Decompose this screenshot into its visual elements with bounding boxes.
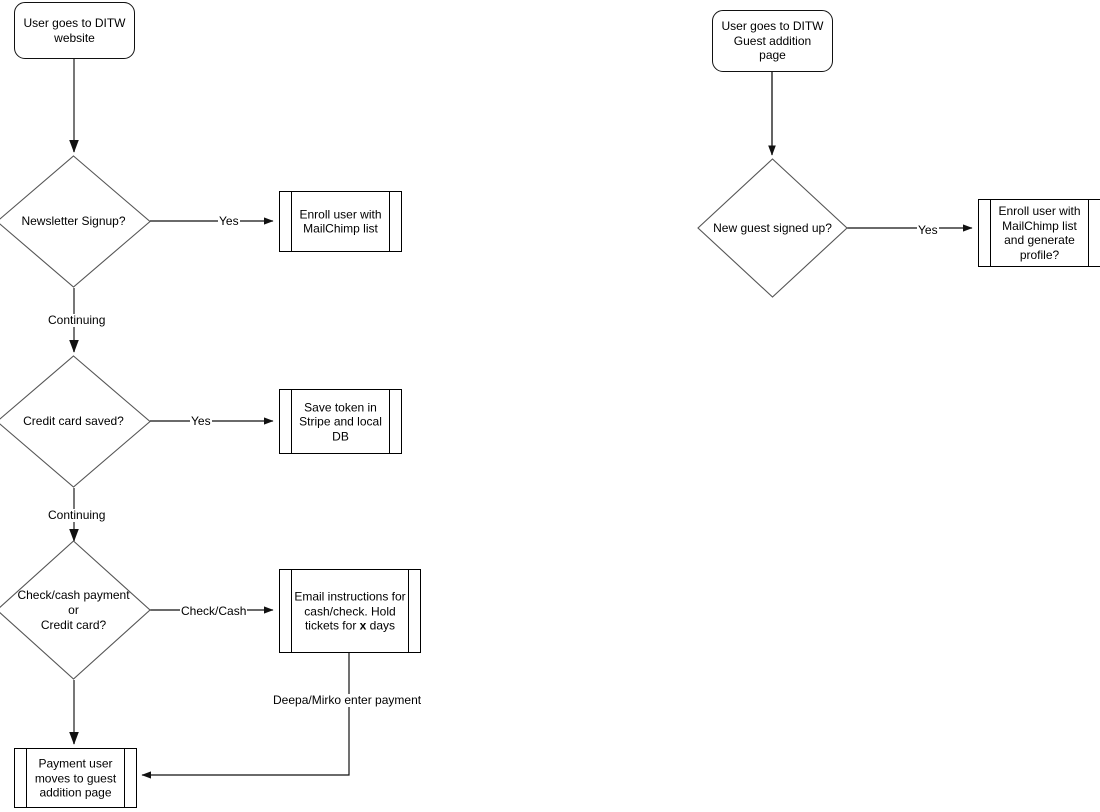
node-new-guest-signed-up-label: New guest signed up? bbox=[713, 220, 832, 235]
edge-label-deepa-mirko: Deepa/Mirko enter payment bbox=[272, 693, 423, 707]
process-bar-right bbox=[389, 192, 390, 251]
edge-label-creditcard-yes: Yes bbox=[190, 414, 212, 428]
node-enroll-mailchimp-label: Enroll user with MailChimp list bbox=[299, 207, 382, 236]
node-start-guest-page-label: User goes to DITW Guest addition page bbox=[721, 19, 824, 63]
node-email-instructions[interactable]: Email instructions for cash/check. Hold … bbox=[279, 569, 421, 653]
process-bar-left bbox=[990, 200, 991, 266]
process-bar-left bbox=[291, 390, 292, 453]
node-payment-method-label: Check/cash payment or Credit card? bbox=[17, 588, 129, 633]
edge-label-continuing-2: Continuing bbox=[47, 508, 107, 522]
node-credit-card-saved-label: Credit card saved? bbox=[23, 414, 124, 428]
process-bar-left bbox=[291, 192, 292, 251]
node-enroll-mailchimp-profile[interactable]: Enroll user with MailChimp list and gene… bbox=[978, 199, 1100, 267]
payment-method-line-3: Credit card? bbox=[40, 617, 107, 632]
edge-label-newsletter-yes: Yes bbox=[218, 214, 240, 228]
node-save-token-label: Save token in Stripe and local DB bbox=[299, 399, 382, 443]
process-bar-right bbox=[124, 749, 125, 807]
diamond-shape bbox=[697, 158, 848, 298]
node-payment-user-moves[interactable]: Payment user moves to guest addition pag… bbox=[14, 748, 137, 808]
node-credit-card-saved[interactable]: Credit card saved? bbox=[0, 355, 151, 488]
node-new-guest-signed-up[interactable]: New guest signed up? bbox=[697, 158, 848, 298]
node-email-instructions-label: Email instructions for cash/check. Hold … bbox=[292, 589, 408, 633]
node-start-website-label: User goes to DITW website bbox=[23, 16, 126, 45]
email-instructions-prefix: Email instructions for cash/check. Hold … bbox=[294, 589, 406, 633]
diamond-shape bbox=[0, 355, 151, 488]
node-save-token[interactable]: Save token in Stripe and local DB bbox=[279, 389, 402, 454]
node-payment-user-moves-label: Payment user moves to guest addition pag… bbox=[34, 756, 117, 800]
edge-label-newguest-yes: Yes bbox=[917, 223, 939, 237]
edge-label-check-cash: Check/Cash bbox=[180, 604, 248, 618]
process-bar-right bbox=[389, 390, 390, 453]
process-bar-left bbox=[26, 749, 27, 807]
payment-method-line-1: Check/cash payment bbox=[17, 587, 130, 602]
diamond-shape bbox=[0, 540, 151, 680]
email-instructions-suffix: days bbox=[366, 618, 396, 633]
node-newsletter-signup-label: Newsletter Signup? bbox=[21, 214, 126, 228]
node-newsletter-signup[interactable]: Newsletter Signup? bbox=[0, 155, 151, 288]
email-instructions-emphasis: x bbox=[359, 618, 367, 633]
diamond-shape bbox=[0, 155, 151, 288]
edge-label-continuing-1: Continuing bbox=[47, 313, 107, 327]
node-start-guest-page[interactable]: User goes to DITW Guest addition page bbox=[712, 10, 833, 72]
node-start-website[interactable]: User goes to DITW website bbox=[14, 2, 135, 59]
process-bar-right bbox=[1088, 200, 1089, 266]
process-bar-right bbox=[408, 570, 409, 652]
payment-method-line-2: or bbox=[68, 602, 79, 617]
node-enroll-mailchimp[interactable]: Enroll user with MailChimp list bbox=[279, 191, 402, 252]
edge-email-to-payment-user bbox=[141, 651, 350, 779]
node-payment-method[interactable]: Check/cash payment or Credit card? bbox=[0, 540, 151, 680]
node-enroll-mailchimp-profile-label: Enroll user with MailChimp list and gene… bbox=[998, 204, 1081, 262]
process-bar-left bbox=[291, 570, 292, 652]
